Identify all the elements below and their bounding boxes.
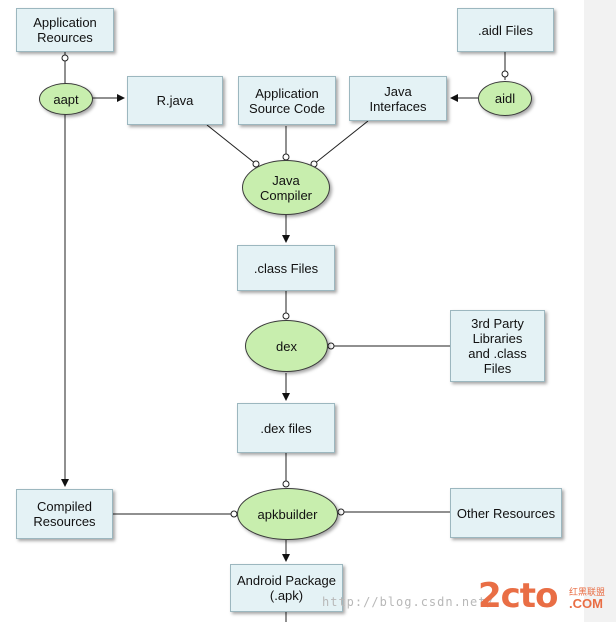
connector-dot — [501, 70, 509, 78]
connector-dot — [61, 54, 69, 62]
page-edge-band — [584, 0, 616, 622]
node-compiled-resources: Compiled Resources — [16, 489, 113, 539]
node-application-resources: Application Reources — [16, 8, 114, 52]
node-dex: dex — [245, 320, 328, 372]
node-aapt: aapt — [39, 83, 93, 115]
edge-interfaces-compiler — [313, 120, 369, 165]
node-class-files: .class Files — [237, 245, 335, 291]
connector-dot — [282, 312, 290, 320]
node-apkbuilder: apkbuilder — [237, 488, 338, 540]
connector-dot — [327, 342, 335, 350]
watermark-url: http://blog.csdn.net/ — [322, 595, 495, 609]
connector-dot — [337, 508, 345, 516]
watermark-cn: 红黑联盟 — [569, 587, 606, 597]
watermark-logo: 2cto — [478, 576, 558, 616]
connector-dot — [282, 480, 290, 488]
node-third-party-libraries: 3rd Party Libraries and .class Files — [450, 310, 545, 382]
node-java-interfaces: Java Interfaces — [349, 76, 447, 121]
node-other-resources: Other Resources — [450, 488, 562, 538]
node-r-java: R.java — [127, 76, 223, 125]
node-java-compiler: Java Compiler — [242, 160, 330, 215]
node-dex-files: .dex files — [237, 403, 335, 453]
edge-rjava-compiler — [206, 124, 257, 165]
node-aidl-files: .aidl Files — [457, 8, 554, 52]
node-android-package: Android Package (.apk) — [230, 564, 343, 612]
watermark-com: .COM — [569, 596, 603, 611]
node-aidl: aidl — [478, 81, 532, 116]
node-application-source-code: Application Source Code — [238, 76, 336, 125]
